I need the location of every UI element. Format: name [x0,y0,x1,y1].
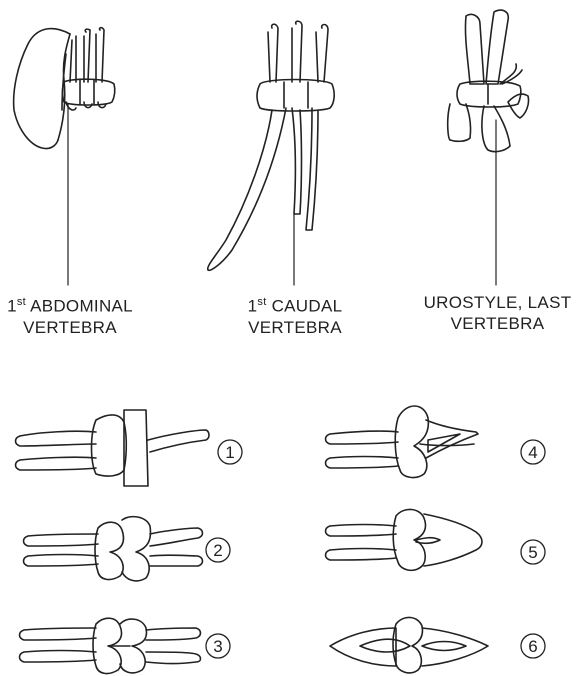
caudal-vertebra-label: 1st CAUDAL VERTEBRA [220,292,370,338]
svg-text:5: 5 [528,543,537,562]
variant-3-drawing [20,618,201,673]
svg-text:6: 6 [528,637,537,656]
abdominal-vertebra-drawing [14,28,115,285]
svg-text:1: 1 [225,443,234,462]
abdominal-vertebra-label: 1st ABDOMINAL VERTEBRA [0,292,140,338]
variant-4-number: 4 [521,440,545,464]
caudal-vertebra-drawing [208,21,334,285]
variant-4-drawing [326,406,479,477]
variant-2-number: 2 [206,538,230,562]
urostyle-drawing [448,10,529,285]
svg-text:2: 2 [213,541,222,560]
variant-5-drawing [326,509,483,570]
svg-text:4: 4 [528,443,537,462]
svg-text:3: 3 [213,637,222,656]
variant-5-number: 5 [521,540,545,564]
variant-2-drawing [24,517,203,581]
variant-1-drawing [16,410,210,486]
variant-6-drawing [330,617,488,672]
variant-1-number: 1 [218,440,242,464]
variant-6-number: 6 [521,634,545,658]
urostyle-label: UROSTYLE, LAST VERTEBRA [420,292,575,334]
variant-3-number: 3 [206,634,230,658]
